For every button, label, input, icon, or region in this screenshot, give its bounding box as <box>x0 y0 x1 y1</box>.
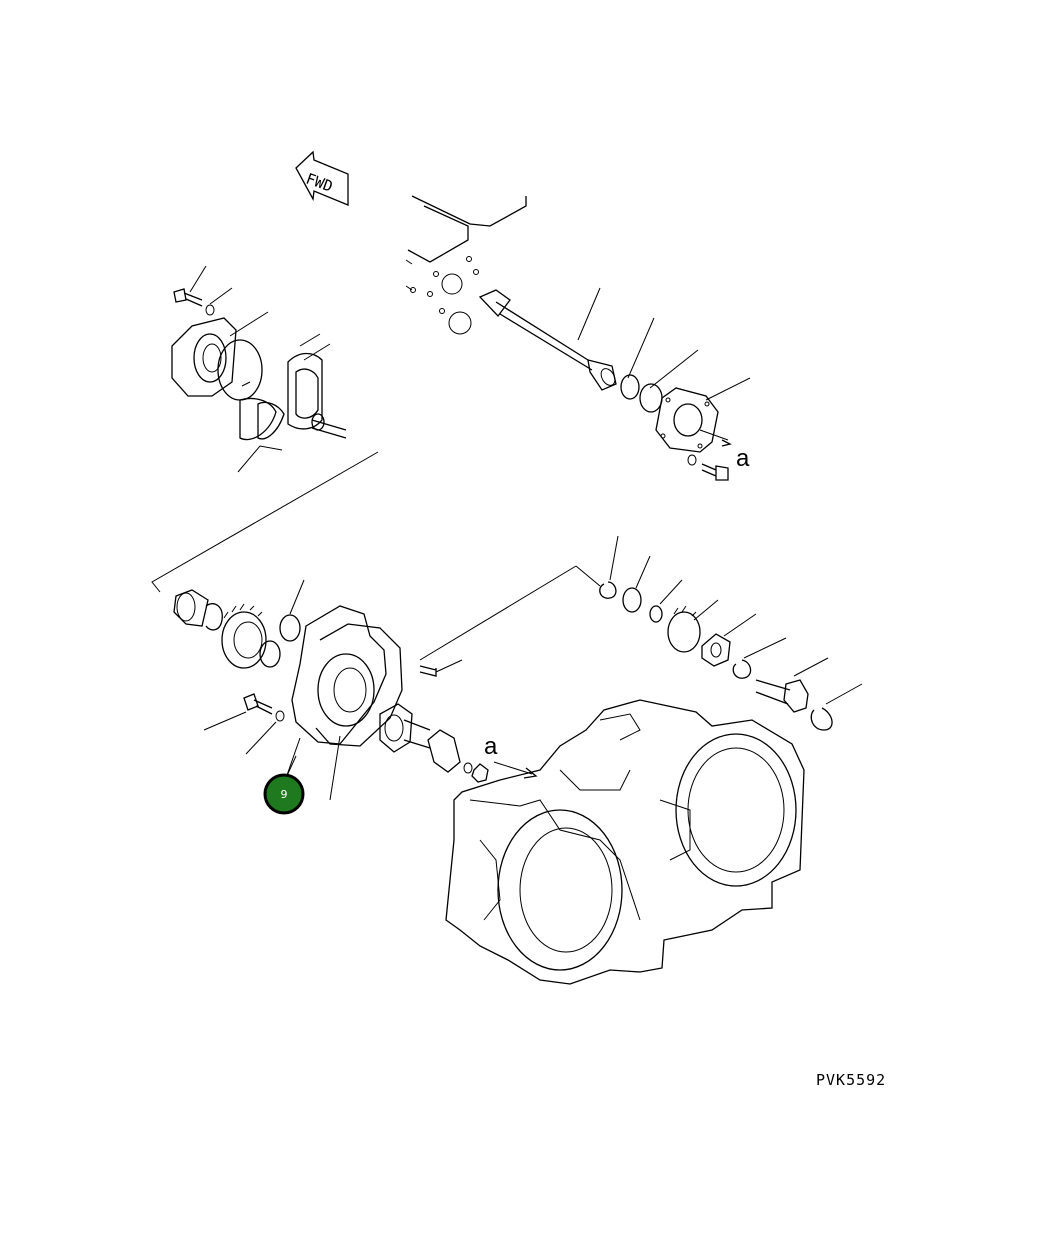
o-ring-2 <box>639 383 663 413</box>
right-parts-chain <box>599 535 863 731</box>
forward-direction-label: FWD <box>304 170 336 196</box>
flange-bolt <box>687 454 729 481</box>
bearing-assembly-left <box>173 579 305 669</box>
bearing-clips <box>237 333 347 473</box>
callout-badge[interactable] <box>263 773 305 815</box>
upper-left-cover-group <box>171 265 269 401</box>
flange-plate <box>655 377 751 453</box>
leader-line <box>151 451 379 593</box>
drive-shaft <box>478 287 617 391</box>
part-callout-9[interactable]: 9 <box>263 755 305 815</box>
reference-arrow-head <box>523 767 538 779</box>
o-ring-1 <box>620 374 640 400</box>
leader-line <box>419 565 601 661</box>
reference-arrow <box>493 761 533 775</box>
reference-letter-a-bottom: a <box>484 733 498 760</box>
forward-arrow-icon: FWD <box>295 150 349 206</box>
frame-outline <box>405 195 527 335</box>
callout-number: 9 <box>281 788 288 801</box>
reference-letter-a-top: a <box>736 445 750 472</box>
transmission-cover <box>285 605 463 801</box>
drawing-code: PVK5592 <box>816 1071 886 1089</box>
pinion-gear <box>379 703 489 783</box>
cover-bolt <box>203 693 285 755</box>
transmission-housing <box>445 699 805 985</box>
